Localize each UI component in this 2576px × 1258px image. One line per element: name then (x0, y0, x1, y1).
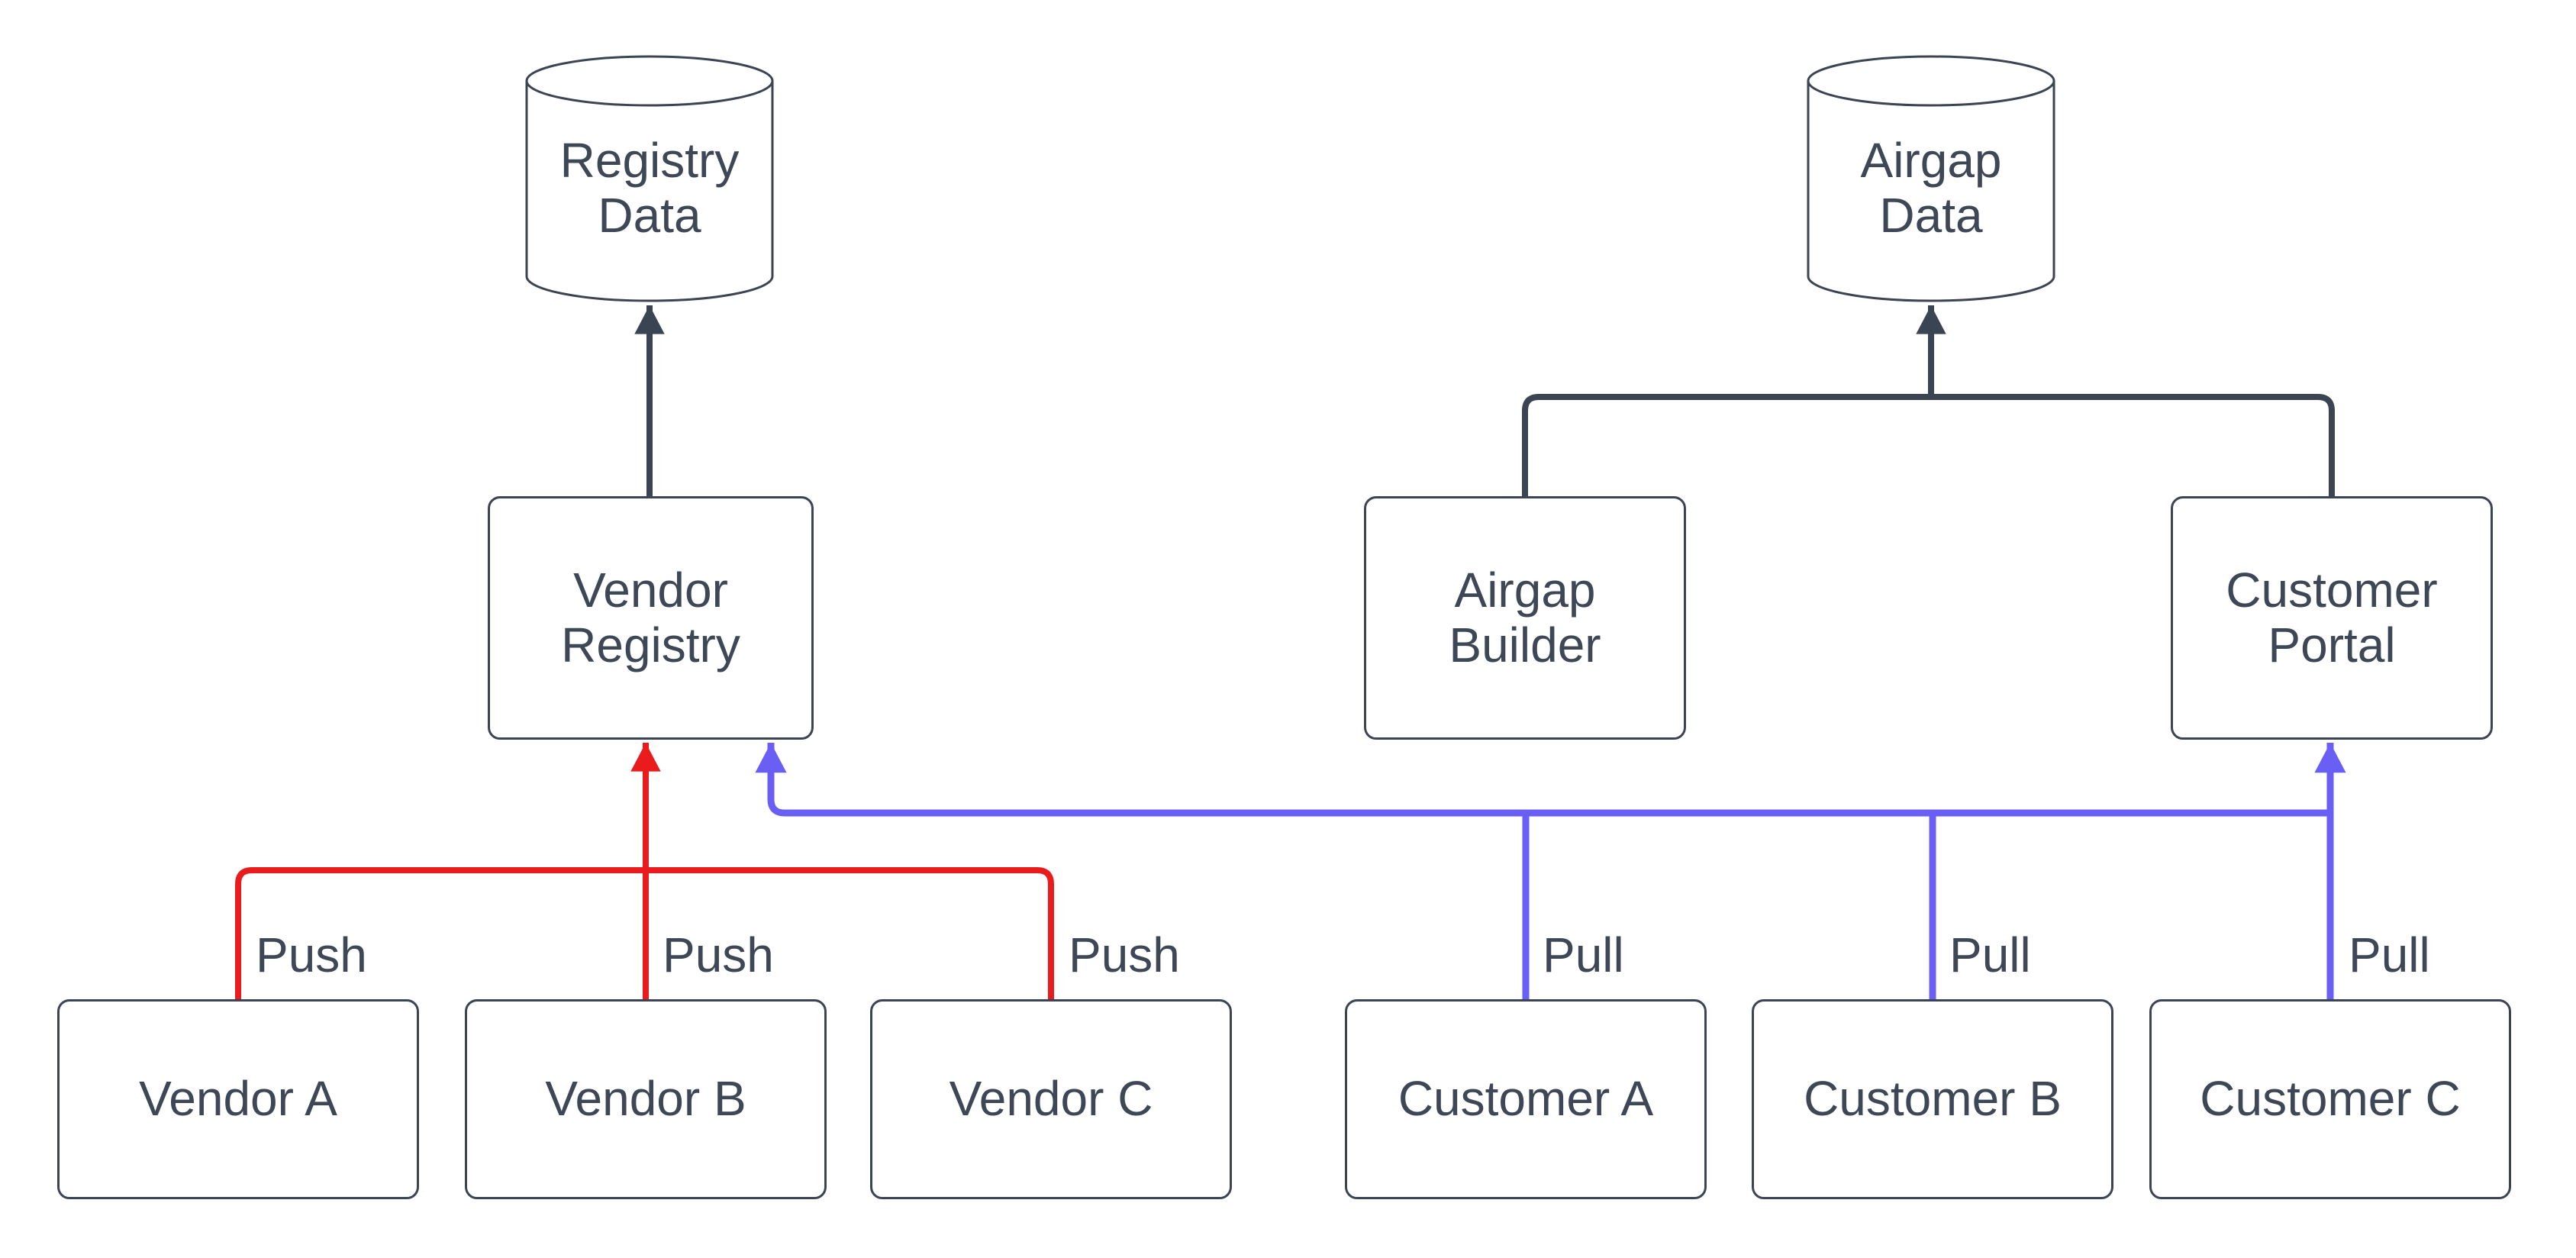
node-airgap-builder: Airgap Builder (1364, 496, 1686, 740)
edge-label-push-vendor-c: Push (1069, 927, 1180, 982)
node-customer-b-label: Customer B (1804, 1071, 2062, 1127)
datastore-registry-data-label: Registry Data (559, 133, 740, 243)
datastore-airgap-data-shape (1807, 55, 2055, 302)
node-customer-c-label: Customer C (2200, 1071, 2461, 1127)
edge-label-push-vendor-a: Push (256, 927, 367, 982)
edge-airgap-builder-and-customer-portal-bus (1522, 394, 2335, 498)
edge-label-pull-customer-c: Pull (2349, 927, 2430, 982)
node-vendor-b-label: Vendor B (545, 1071, 746, 1127)
edge-label-push-vendor-b: Push (663, 927, 774, 982)
node-customer-a: Customer A (1345, 999, 1707, 1199)
node-customer-portal: Customer Portal (2171, 496, 2493, 740)
node-vendor-a-label: Vendor A (139, 1071, 337, 1127)
node-vendor-c-label: Vendor C (949, 1071, 1153, 1127)
node-vendor-registry-label: Vendor Registry (561, 562, 740, 673)
node-vendor-registry: Vendor Registry (488, 496, 814, 740)
edge-label-pull-customer-b: Pull (1949, 927, 2031, 982)
node-vendor-a: Vendor A (57, 999, 419, 1199)
node-customer-portal-label: Customer Portal (2226, 562, 2438, 673)
node-customer-a-label: Customer A (1398, 1071, 1654, 1127)
edge-pull-bus-to-vendor-registry (755, 742, 2330, 817)
node-vendor-c: Vendor C (870, 999, 1232, 1199)
node-customer-b: Customer B (1752, 999, 2113, 1199)
datastore-airgap-data: Airgap Data (1808, 93, 2054, 284)
datastore-registry-data: Registry Data (527, 93, 772, 284)
edge-label-pull-customer-a: Pull (1543, 927, 1624, 982)
node-airgap-builder-label: Airgap Builder (1449, 562, 1601, 673)
datastore-airgap-data-label: Airgap Data (1860, 133, 2002, 243)
datastore-registry-data-shape (525, 55, 774, 302)
node-customer-c: Customer C (2149, 999, 2511, 1199)
node-vendor-b: Vendor B (465, 999, 827, 1199)
